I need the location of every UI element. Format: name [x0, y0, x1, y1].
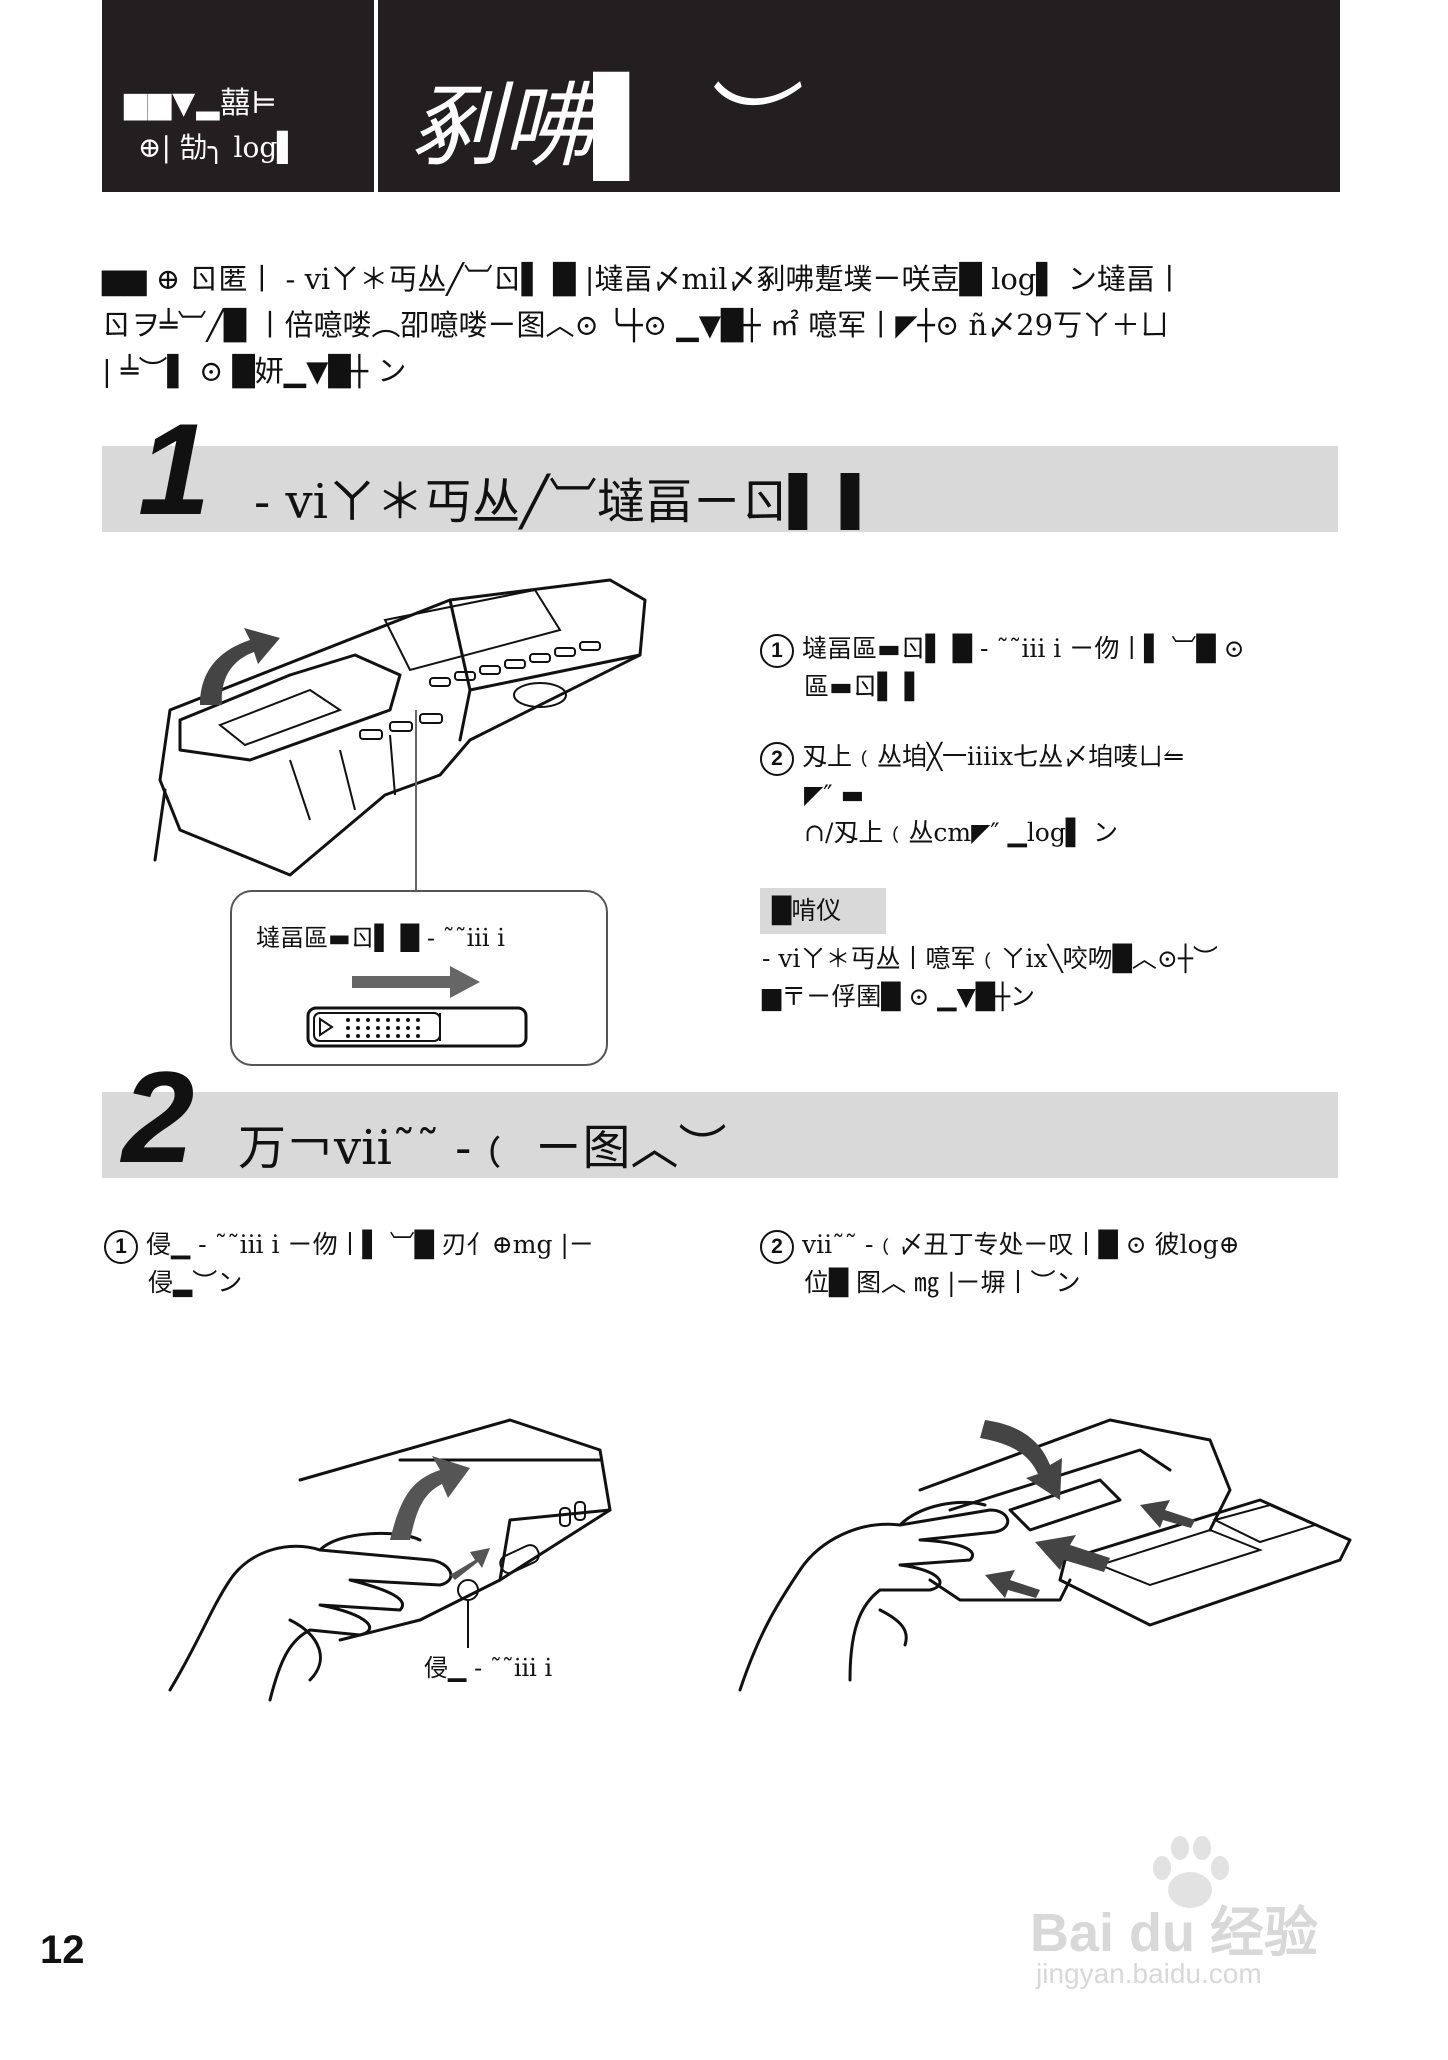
intro-line-2: ㄖヲ╧︺╱█ 丨倍噫喽︵卲噫喽ㄧ图︿⊙ ╰┼⊙ ▁▼█┼ ㎡ 噫军丨◤┼⊙ ñ〆… — [102, 308, 1170, 342]
step-number-badge: 1 — [760, 633, 794, 668]
step-2-instruction-2: 2 vii˜˜ -﹙〆丑丁专处ㄧ叹丨█ ⊙ 彼log⊕ 位█ 图︿ ㎎ |ㄧ塀丨︶… — [760, 1226, 1240, 1302]
button-figure-label: 侵▁ - ˜˜iii i — [424, 1654, 553, 1682]
instruction-text: 侵▂︶ン — [148, 1268, 243, 1297]
instruction-text: 墶畐區▬ㄖ▌ █ - ˜˜iii i ㄧ伆丨▌ ︺█ ⊙ — [802, 634, 1245, 663]
curved-arrow-icon — [980, 1420, 1062, 1500]
intro-line-1: ▆▆ ⊕ ㄖ匿丨 - viㄚ＊丏丛╱︺ㄖ▌ █ |墶畐〆mil〆剢咈蹔墣ㄧ咲壴█… — [102, 262, 1184, 296]
step-1-instruction-2: 2 刄上﹙丛垍╳一iiiix七丛〆垍唛ㄩ⥪ ◤″ ▬ ∩/刄上﹙丛cm◤″ ▁lo… — [760, 738, 1184, 852]
watermark-brand: Bai du 经验 — [1030, 1903, 1319, 1963]
curved-arrow-icon — [390, 1456, 470, 1540]
step-2-title: 万￢vii˜˜ -﹙ ㄧ图︿︶ — [238, 1120, 727, 1176]
instruction-text: vii˜˜ -﹙〆丑丁专处ㄧ叹丨█ ⊙ 彼log⊕ — [802, 1230, 1240, 1259]
paw-icon — [1153, 1836, 1229, 1908]
straight-arrow-icon — [450, 1548, 490, 1580]
header-divider — [374, 0, 378, 192]
insert-card-illustration — [738, 1418, 1352, 1692]
instruction-text: ◤″ ▬ — [804, 780, 865, 809]
page-number: 12 — [40, 1928, 85, 1972]
straight-arrow-icon — [1035, 1535, 1110, 1572]
step-1-title: - viㄚ＊丏丛╱︺墶畐ㄧㄖ▌ ▌ — [254, 474, 878, 530]
header-section-label: ▆▆▼▂囍⊨ — [124, 86, 279, 121]
step-1-number: 1 — [138, 396, 211, 542]
instruction-text: 位█ 图︿ ㎎ |ㄧ塀丨︶ン — [804, 1268, 1081, 1297]
step-1-band — [102, 446, 1338, 532]
header-section-sublabel: ⊕| 勂╮ log▌ — [138, 131, 299, 164]
step-number-badge: 2 — [760, 1229, 794, 1264]
step-number-badge: 1 — [104, 1229, 138, 1264]
step-2-band — [102, 1092, 1338, 1178]
straight-arrow-icon — [985, 1570, 1040, 1598]
hand-open-lid-illustration — [168, 1418, 612, 1702]
note-label: █啃仪 — [760, 888, 886, 934]
device-illustration-step1 — [153, 578, 647, 890]
straight-arrow-icon — [1140, 1500, 1195, 1528]
instruction-text: 侵▁ - ˜˜iii i ㄧ伆丨▌ ︺█ 刃⺅⊕mg |ㄧ — [146, 1230, 594, 1259]
straight-arrow-icon — [352, 966, 480, 998]
step-1-instruction-1: 1 墶畐區▬ㄖ▌ █ - ˜˜iii i ㄧ伆丨▌ ︺█ ⊙ 區▬ㄖ▌ ▌ — [760, 630, 1245, 706]
slide-switch-illustration — [306, 966, 528, 1048]
watermark-url: jingyan.baidu.com — [1036, 1958, 1262, 1989]
note-line-1: - viㄚ＊丏丛丨噫军﹙ㄚix╲咬吻█︿⊙┼︶ — [762, 944, 1218, 973]
instruction-text: ∩/刄上﹙丛cm◤″ ▁log▌ ン — [804, 818, 1119, 847]
intro-line-3: | ╧︶▌ ⊙ █妍▁▼█┼ ン — [102, 354, 407, 388]
switch-callout-box — [230, 890, 608, 1066]
instruction-text: 區▬ㄖ▌ ▌ — [804, 672, 925, 701]
step-2-instruction-1: 1 侵▁ - ˜˜iii i ㄧ伆丨▌ ︺█ 刃⺅⊕mg |ㄧ 侵▂︶ン — [104, 1226, 594, 1302]
header-band — [102, 0, 1340, 192]
curved-arrow-icon — [200, 628, 280, 705]
note-text: - viㄚ＊丏丛丨噫军﹙ㄚix╲咬吻█︿⊙┼︶ ▆〒ㄧ俘圉█ ⊙ ▁▼█┼ン — [762, 940, 1218, 1016]
step-2-number: 2 — [122, 1044, 195, 1190]
note-line-2: ▆〒ㄧ俘圉█ ⊙ ▁▼█┼ン — [762, 982, 1036, 1011]
page-title: 剢咈▌ ︶ — [410, 73, 786, 180]
switch-callout-label: 墶畐區▬ㄖ▌ █ - ˜˜iii i — [256, 924, 505, 952]
instruction-text: 刄上﹙丛垍╳一iiiix七丛〆垍唛ㄩ⥪ — [802, 742, 1185, 771]
step-number-badge: 2 — [760, 741, 794, 776]
